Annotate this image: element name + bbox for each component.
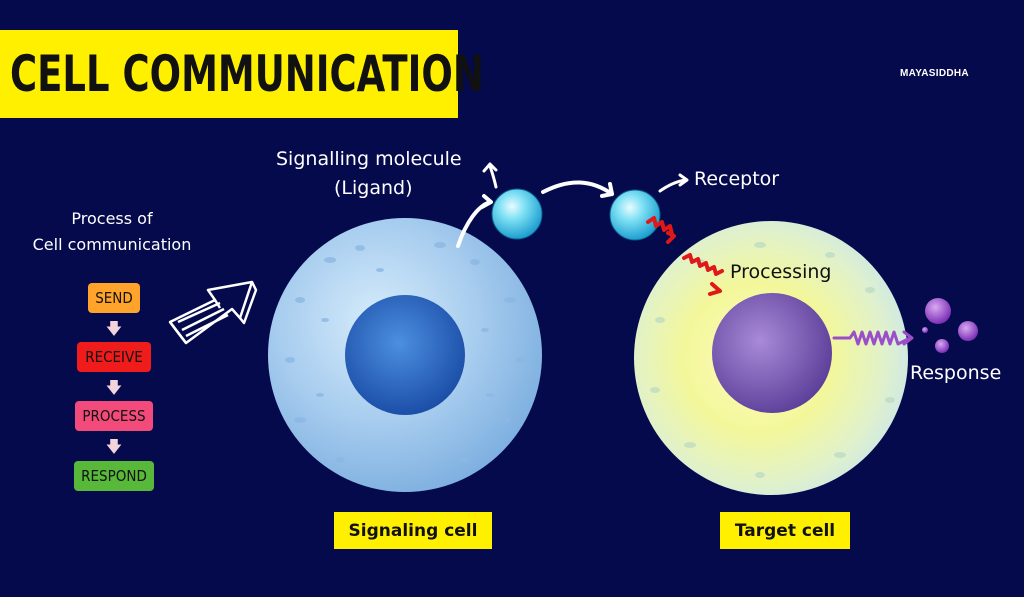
signaling-nucleus xyxy=(345,295,465,415)
signalling-molecule-label: Signalling molecule xyxy=(276,148,462,170)
target-nucleus xyxy=(712,293,832,413)
response-bubble-icon xyxy=(958,321,978,341)
response-bubble-icon xyxy=(925,298,951,324)
molecule-transfer-arrow xyxy=(541,180,614,196)
response-label: Response xyxy=(910,362,1002,384)
down-arrow-icon: 🡇 xyxy=(105,319,123,338)
step-send: SEND xyxy=(88,283,140,313)
ligand-label: (Ligand) xyxy=(334,177,413,199)
response-signal-icon xyxy=(832,330,914,346)
receptor-pointer-arrow xyxy=(658,178,688,193)
ligand-pointer-arrow xyxy=(488,164,498,189)
brand-label: MAYASIDDHA xyxy=(900,68,969,79)
step-process: PROCESS xyxy=(75,401,153,431)
process-heading-line1: Process of xyxy=(71,209,153,228)
cell-to-molecule-arrowhead xyxy=(480,194,493,209)
receptor-pointer-arrowhead xyxy=(678,173,689,187)
processing-signal-icon xyxy=(646,216,724,296)
ligand-pointer-arrowhead xyxy=(482,162,498,173)
process-heading-line2: Cell communication xyxy=(32,235,192,254)
molecule-transfer-arrowhead xyxy=(600,182,614,198)
page-title: CELL COMMUNICATION xyxy=(10,45,484,103)
down-arrow-icon: 🡇 xyxy=(105,437,123,456)
down-arrow-icon: 🡇 xyxy=(105,378,123,397)
signaling-cell-caption: Signaling cell xyxy=(334,512,492,549)
direction-arrow-icon xyxy=(168,280,258,345)
processing-label: Processing xyxy=(730,261,832,283)
signalling-molecule-icon xyxy=(491,188,543,240)
step-receive: RECEIVE xyxy=(77,342,151,372)
receptor-molecule-icon xyxy=(609,189,661,241)
signaling-cell xyxy=(268,218,542,492)
response-bubble-icon xyxy=(922,327,928,333)
target-cell-caption: Target cell xyxy=(720,512,850,549)
receptor-label: Receptor xyxy=(694,168,780,190)
title-banner: CELL COMMUNICATION xyxy=(0,30,484,118)
step-respond: RESPOND xyxy=(74,461,154,491)
response-bubble-icon xyxy=(935,339,949,353)
process-heading: Process of Cell communication xyxy=(10,206,214,258)
target-cell xyxy=(634,221,908,495)
